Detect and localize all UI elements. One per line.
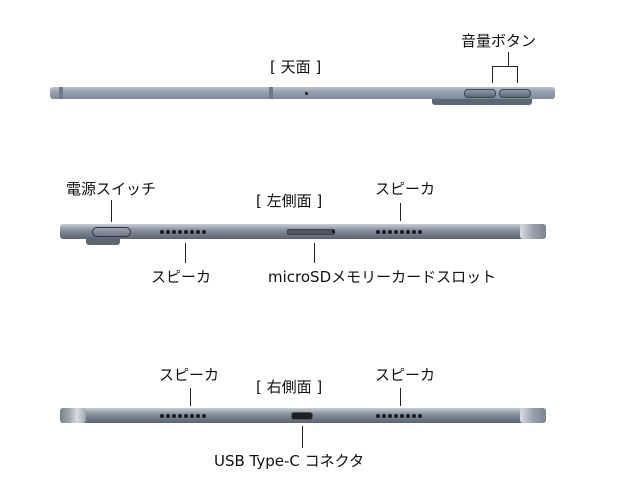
edge-cap <box>520 408 546 423</box>
microsd-callout-line <box>314 243 315 263</box>
volume-down-button <box>499 89 531 98</box>
speaker-bottom-callout-line <box>185 243 186 263</box>
volume-callout-stem <box>508 52 509 66</box>
speaker-grille <box>376 230 422 234</box>
usb-c-callout-line <box>302 426 303 448</box>
camera-bump <box>86 239 120 245</box>
camera-bump <box>432 99 532 105</box>
speaker-grille <box>376 414 422 418</box>
volume-up-button <box>464 89 496 98</box>
tablet-top-edge <box>50 87 555 99</box>
speaker-bottom-label: スピーカ <box>151 268 212 286</box>
speaker-right-callout-line <box>400 388 401 406</box>
volume-callout-right-leg <box>517 66 518 83</box>
speaker-grille <box>160 414 206 418</box>
microphone-hole <box>332 230 335 233</box>
speaker-top-callout-line <box>400 203 401 221</box>
speaker-left-callout-line <box>190 388 191 406</box>
left-view-title: [ 左側面 ] <box>256 192 323 210</box>
speaker-top-label: スピーカ <box>375 180 436 198</box>
right-view-title: [ 右側面 ] <box>256 378 323 396</box>
volume-buttons-label: 音量ボタン <box>461 32 537 50</box>
volume-callout-left-leg <box>492 66 493 83</box>
usb-c-label: USB Type-C コネクタ <box>214 452 365 470</box>
microsd-slot-label: microSDメモリーカードスロット <box>268 268 497 286</box>
power-switch-callout-line <box>111 200 112 222</box>
speaker-left-label: スピーカ <box>159 366 220 384</box>
usb-c-port <box>291 412 313 420</box>
antenna-seam <box>269 87 273 99</box>
volume-callout-bracket <box>492 66 518 67</box>
edge-cap <box>520 224 546 239</box>
microsd-slot <box>287 229 335 235</box>
antenna-seam <box>59 87 63 99</box>
top-view-title: [ 天面 ] <box>270 58 322 76</box>
power-switch-label: 電源スイッチ <box>66 180 157 198</box>
speaker-right-label: スピーカ <box>375 366 436 384</box>
microphone-hole <box>305 92 308 95</box>
edge-cap <box>60 408 86 423</box>
power-switch <box>92 227 131 237</box>
speaker-grille <box>160 230 206 234</box>
